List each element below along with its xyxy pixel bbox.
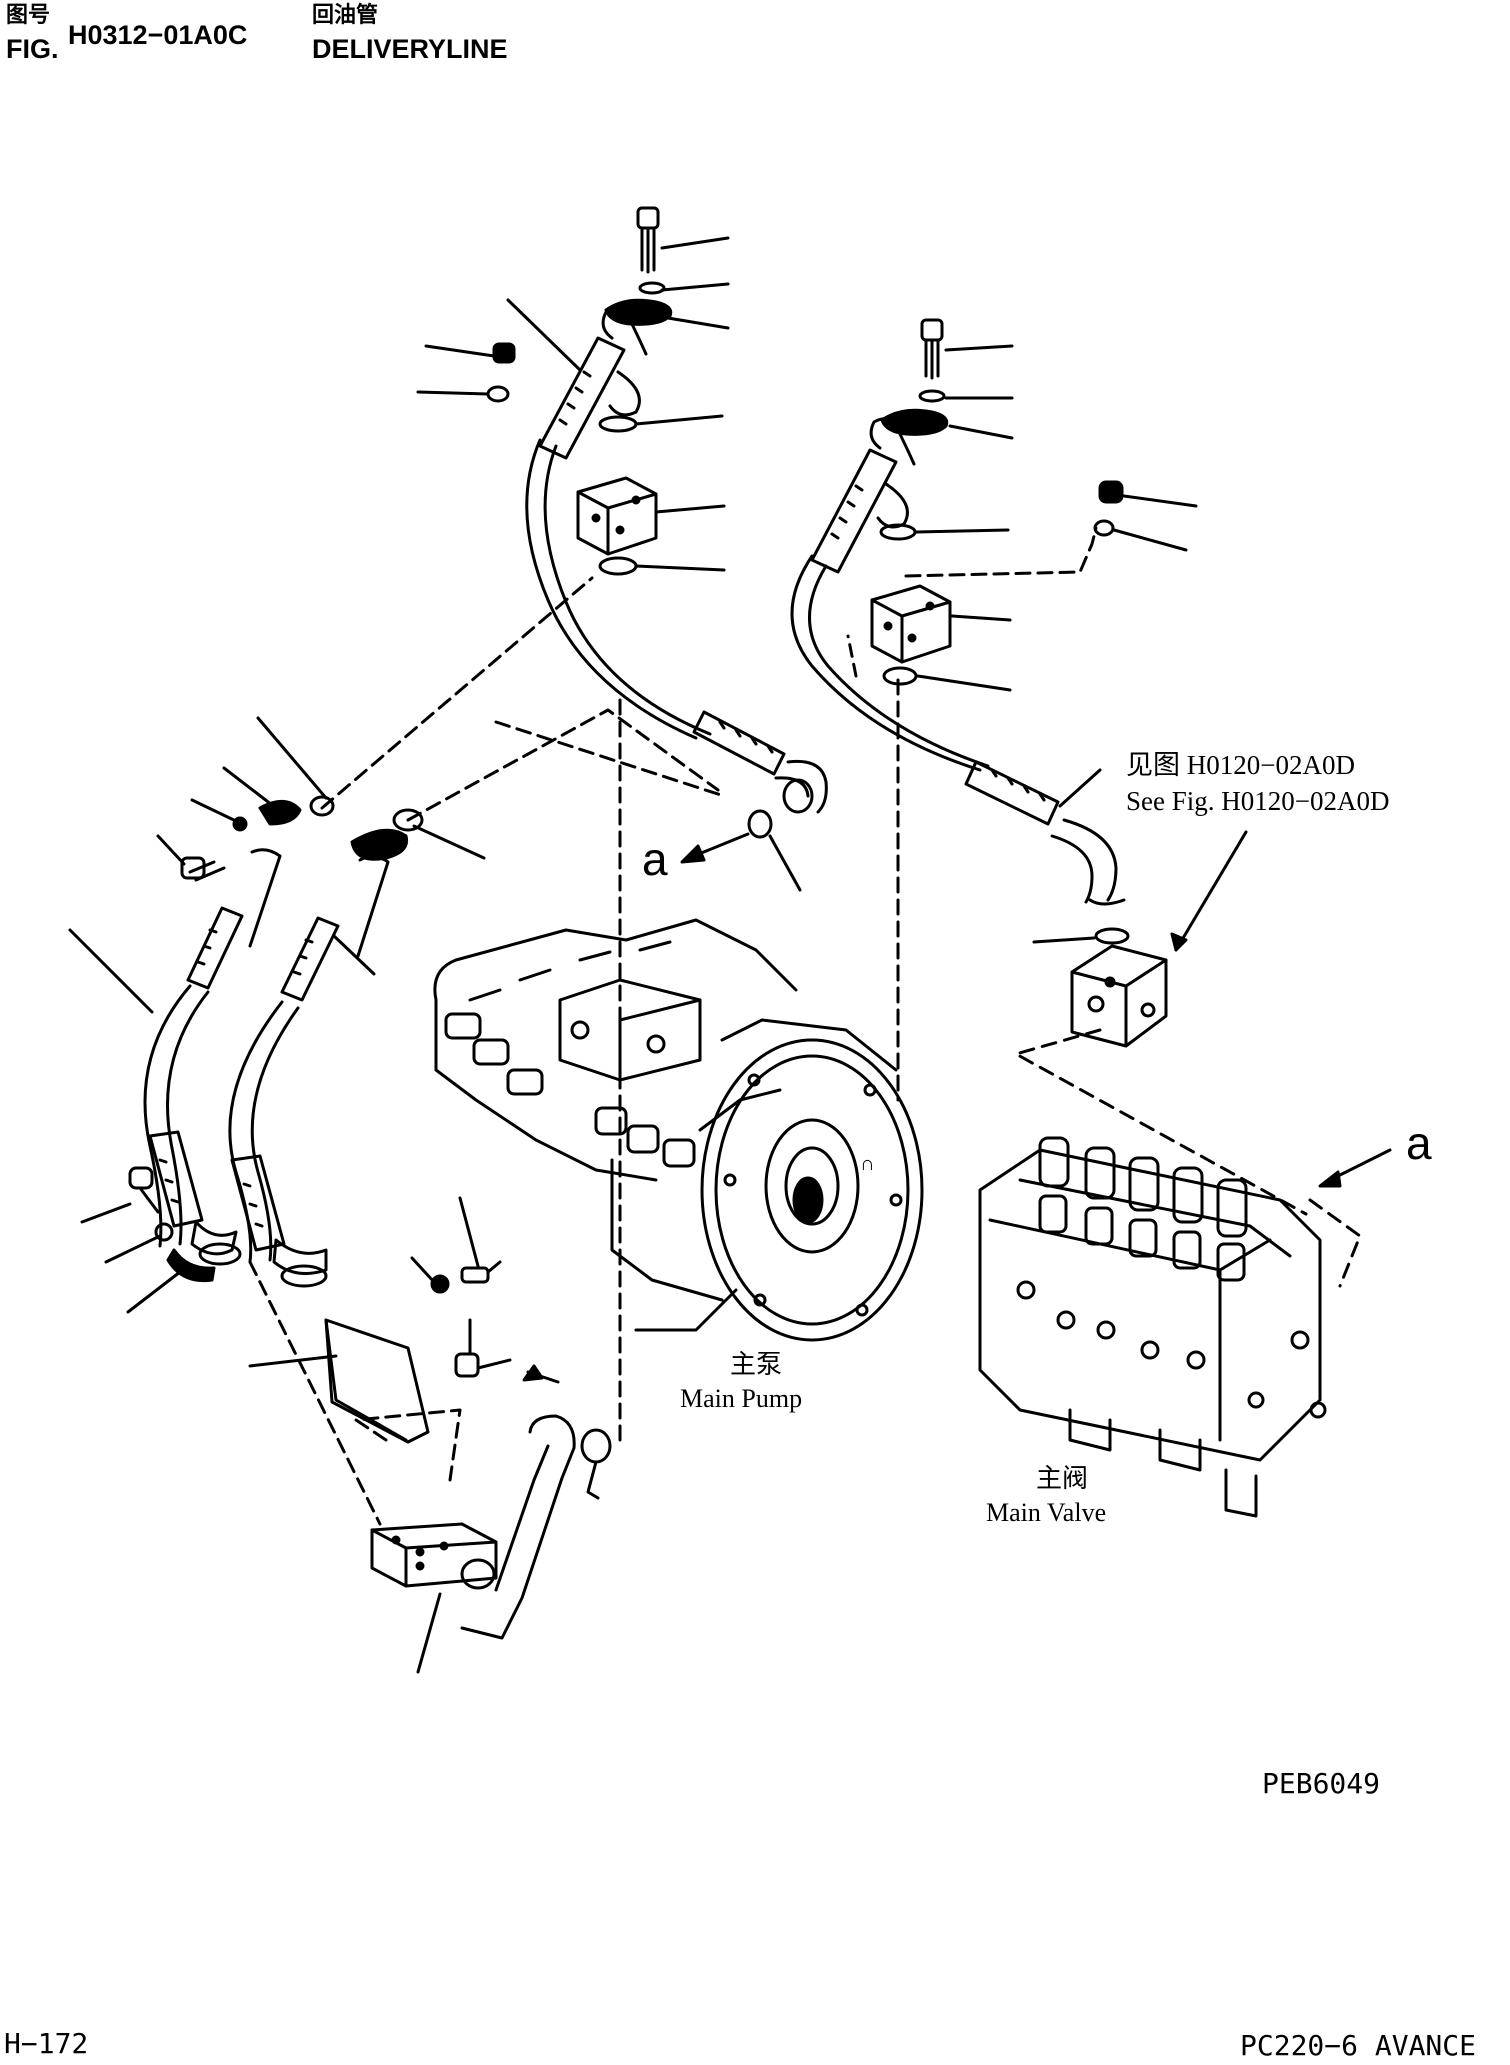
main-pump: ∩ <box>433 918 924 1342</box>
main-valve <box>978 1136 1392 1518</box>
upper-delivery-hoses <box>525 438 1130 945</box>
page-number: H−172 <box>4 2027 89 2060</box>
right-upper-hose-fittings <box>810 318 1198 692</box>
reference-en: See Fig. H0120−02A0D <box>1126 786 1390 816</box>
svg-text:∩: ∩ <box>860 1153 874 1175</box>
model-name: PC220−6 AVANCE <box>1240 2029 1477 2062</box>
right-pump-block <box>1014 830 1308 1216</box>
main-valve-label-en: Main Valve <box>986 1498 1107 1527</box>
title-en: DELIVERYLINE <box>312 34 508 64</box>
main-valve-label-cn: 主阀 <box>1036 1464 1089 1493</box>
view-marker-left: a <box>642 833 668 885</box>
left-upper-hose-fittings <box>416 206 730 576</box>
drawing-code: PEB6049 <box>1262 1767 1381 1800</box>
fig-label-en: FIG. <box>6 34 59 64</box>
fig-number: H0312−01A0C <box>68 20 248 50</box>
lower-delivery-hoses <box>68 576 726 1314</box>
main-pump-label-cn: 主泵 <box>730 1350 783 1379</box>
title-cn: 回油管 <box>312 2 379 27</box>
fig-label-cn: 图号 <box>6 2 51 27</box>
main-pump-label-en: Main Pump <box>680 1384 803 1413</box>
view-marker-right: a <box>1406 1117 1432 1169</box>
view-arrow-left <box>680 832 750 864</box>
bracket-assembly <box>248 678 900 1674</box>
reference-cn: 见图 H0120−02A0D <box>1126 750 1355 780</box>
